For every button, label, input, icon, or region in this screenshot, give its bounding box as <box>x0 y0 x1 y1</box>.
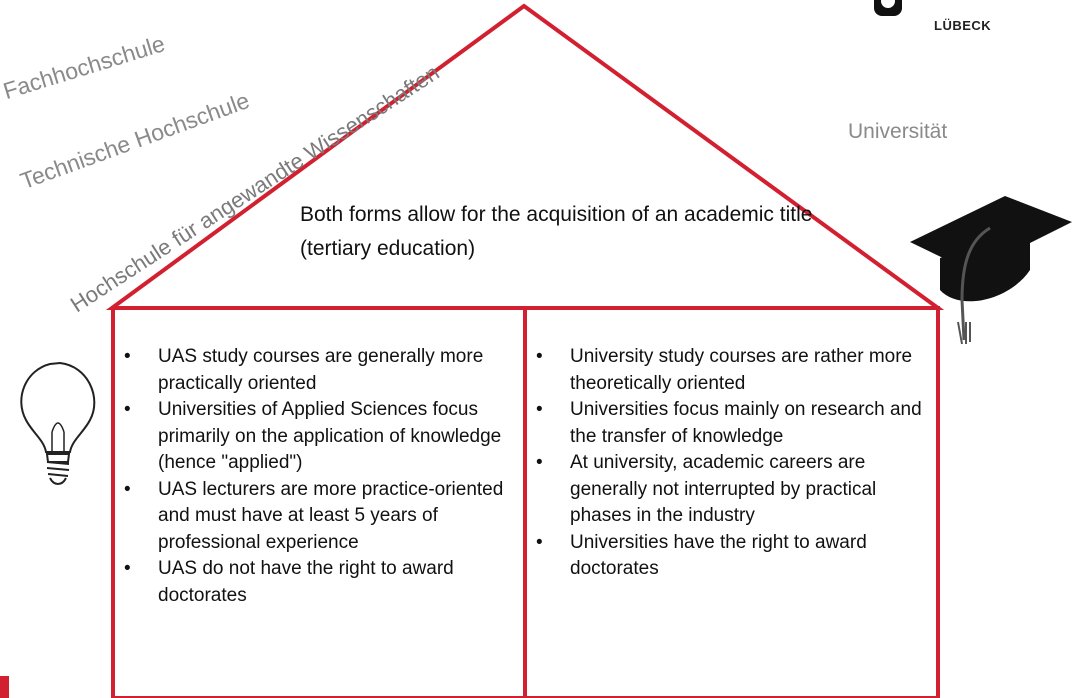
uas-point-2: Universities of Applied Sciences focus p… <box>120 397 515 477</box>
graduation-cap-icon <box>910 196 1072 345</box>
university-point-4: Universities have the right to award doc… <box>532 530 927 583</box>
roof-statement: Both forms allow for the acquisition of … <box>300 203 813 260</box>
logo-text: LÜBECK <box>934 18 992 33</box>
uas-point-1: UAS study courses are generally more pra… <box>120 344 515 397</box>
logo-mark <box>874 0 902 16</box>
label-universitaet: Universität <box>848 120 948 143</box>
university-point-2: Universities focus mainly on research an… <box>532 397 927 450</box>
university-point-1: University study courses are rather more… <box>532 344 927 397</box>
university-point-3: At university, academic careers are gene… <box>532 450 927 530</box>
uas-point-4: UAS do not have the right to award docto… <box>120 556 515 609</box>
uas-column: UAS study courses are generally more pra… <box>120 344 515 609</box>
accent-mark <box>0 676 9 698</box>
lightbulb-icon <box>20 361 96 485</box>
university-column: University study courses are rather more… <box>532 344 927 583</box>
uas-point-3: UAS lecturers are more practice-oriented… <box>120 477 515 557</box>
